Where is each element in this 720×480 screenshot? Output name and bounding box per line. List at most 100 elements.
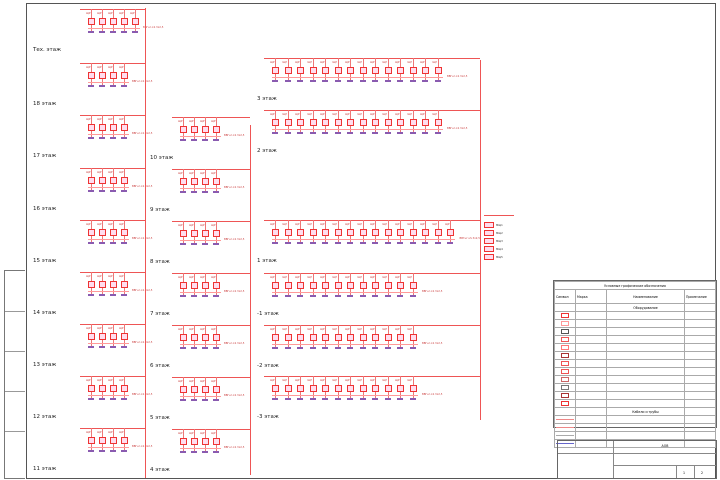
bus-icon	[110, 31, 116, 33]
device-icon	[397, 119, 404, 126]
bus-icon	[88, 450, 94, 452]
legend-row	[554, 383, 716, 392]
bus-icon	[372, 295, 378, 297]
legend-symbol-icon	[561, 376, 569, 382]
device-tag: ЩР	[445, 223, 450, 226]
device-icon	[409, 385, 417, 392]
legend-symbol-icon	[561, 320, 569, 326]
device-icon	[384, 229, 392, 236]
device-tag: ЩР	[420, 113, 425, 116]
lead-line	[216, 325, 217, 334]
margin-stamp	[4, 270, 25, 479]
feeder-line	[80, 272, 145, 273]
lead-line	[387, 220, 389, 229]
device-tag: ЩР	[119, 66, 124, 69]
device-tag: ЩР	[307, 113, 312, 116]
device-tag: ЩР	[86, 12, 91, 15]
legend-symbol-icon	[561, 328, 569, 334]
lead-line	[362, 273, 364, 282]
device-icon	[180, 334, 187, 341]
lead-line	[412, 220, 414, 229]
device-tag: ЩР	[178, 224, 183, 227]
device-icon	[213, 282, 220, 289]
floor-label: 17 этаж	[33, 153, 57, 159]
device-icon	[334, 229, 342, 236]
lead-line	[375, 220, 376, 229]
cable-tag: ВВГнг-LS 3x2,5	[132, 237, 153, 240]
legend-row	[554, 311, 716, 320]
device-icon	[110, 18, 117, 25]
bus-icon	[322, 347, 328, 349]
title-code: АОВ	[661, 444, 669, 448]
device-icon	[88, 437, 95, 444]
device-tag: ЩР	[86, 327, 91, 330]
bus-icon	[110, 346, 116, 348]
device-tag: ЩР	[119, 12, 124, 15]
lead-line	[350, 273, 351, 282]
lead-line	[124, 115, 125, 124]
feeder-line	[264, 58, 480, 59]
bus-icon	[359, 132, 366, 134]
device-icon	[191, 178, 198, 185]
bus-icon	[88, 294, 94, 296]
floor-label: 11 этаж	[33, 466, 57, 472]
device-icon	[347, 67, 354, 74]
device-tag: ЩР	[420, 223, 425, 226]
bus-icon	[434, 242, 441, 244]
device-tag: ЩР	[189, 276, 194, 279]
bus-icon	[397, 242, 403, 244]
device-tag: ЩР	[108, 275, 113, 278]
device-icon	[272, 119, 279, 126]
bus-icon	[99, 242, 105, 244]
device-icon	[213, 178, 220, 185]
lead-line	[194, 117, 195, 126]
link-line	[88, 343, 129, 344]
cable-tag: ВВГнг-LS 3x2,5	[422, 342, 443, 345]
device-icon	[272, 334, 279, 341]
lead-line	[124, 376, 125, 385]
bus-icon	[191, 139, 197, 141]
floor-label: Тех. этаж	[33, 47, 62, 53]
device-icon	[272, 67, 279, 74]
device-tag: ЩР	[211, 224, 216, 227]
link-line	[88, 28, 140, 29]
bus-icon	[110, 137, 116, 139]
lead-line	[102, 168, 103, 177]
lead-line	[425, 110, 426, 119]
lead-line	[102, 63, 103, 72]
bus-icon	[322, 242, 328, 244]
device-icon	[447, 229, 454, 236]
cable-tag: ВВГнг-LS 3x2,5	[132, 341, 153, 344]
bus-icon	[347, 398, 353, 400]
link-line	[180, 448, 221, 449]
device-icon	[384, 334, 392, 341]
lead-line	[300, 58, 301, 67]
feeder-line	[80, 220, 145, 221]
lead-line	[362, 58, 364, 67]
bus-icon	[347, 80, 353, 82]
lead-line	[387, 325, 389, 334]
link-line	[88, 82, 129, 83]
device-tag: ЩР	[130, 12, 135, 15]
bus-icon	[309, 242, 316, 244]
floor-label: 10 этаж	[150, 155, 174, 161]
device-icon	[99, 124, 106, 131]
device-tag: ЩР	[97, 327, 102, 330]
bus-icon	[384, 295, 391, 297]
device-tag: ЩР	[97, 118, 102, 121]
bus-icon	[213, 347, 219, 349]
device-tag: ЩР	[200, 432, 205, 435]
lead-line	[350, 325, 351, 334]
device-tag: ЩР	[382, 223, 387, 226]
legend-symbol-icon	[561, 392, 569, 398]
floor-label: 13 этаж	[33, 362, 57, 368]
lead-line	[216, 221, 217, 230]
bus-icon	[284, 295, 291, 297]
device-icon	[272, 385, 279, 392]
device-tag: ЩР	[200, 380, 205, 383]
device-tag: ЩР	[382, 276, 387, 279]
bus-icon	[334, 132, 341, 134]
device-tag: ЩР	[108, 327, 113, 330]
device-icon	[384, 282, 392, 289]
